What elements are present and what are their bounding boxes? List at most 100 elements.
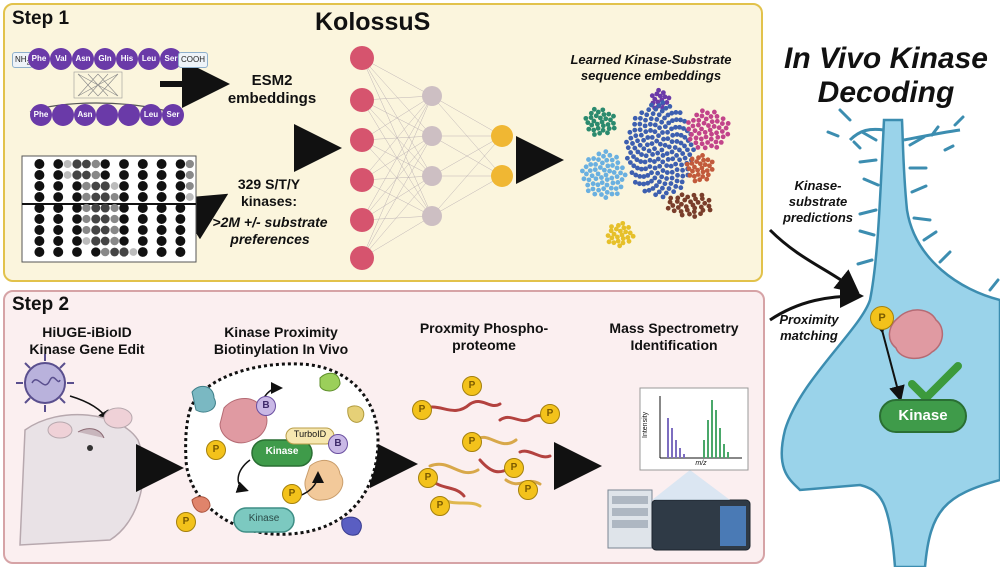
- col3-line-1: Proxmity Phospho-: [419, 320, 549, 336]
- embedding-point: [642, 188, 648, 194]
- hidden-node: [422, 86, 442, 106]
- embedding-point: [692, 214, 698, 219]
- matrix-dot: [175, 159, 186, 169]
- embedding-point: [637, 142, 643, 148]
- matrix-dot: [110, 236, 119, 246]
- embedding-point: [707, 127, 713, 133]
- embedding-point: [706, 203, 712, 209]
- embedding-point: [649, 102, 654, 108]
- embedding-point: [705, 157, 711, 163]
- embedding-point: [704, 168, 710, 173]
- matrix-dot: [53, 181, 64, 191]
- embedding-point: [641, 146, 647, 152]
- embedding-point: [682, 197, 688, 203]
- matrix-dot: [185, 170, 194, 180]
- matrix-dot: [137, 159, 148, 169]
- matrix-dot: [175, 236, 186, 246]
- col4-line-2: Identification: [630, 337, 718, 353]
- embedding-point: [643, 153, 649, 159]
- matrix-dot: [91, 214, 101, 224]
- embedding-point: [725, 121, 731, 126]
- matrix-dot: [156, 170, 167, 180]
- matrix-dot: [72, 225, 82, 235]
- embedding-point: [642, 159, 648, 165]
- embedding-point: [694, 159, 700, 164]
- matrix-dot: [137, 192, 148, 202]
- embedding-point: [692, 164, 697, 170]
- embedding-point: [630, 233, 636, 239]
- col2-line-2: Biotinylation In Vivo: [213, 341, 349, 357]
- embedding-point: [601, 186, 607, 192]
- embedding-point: [714, 144, 720, 150]
- embedding-point: [695, 172, 701, 177]
- embedding-point: [652, 146, 657, 152]
- embedding-point: [600, 123, 606, 129]
- embedding-point: [700, 174, 706, 179]
- matrix-dot: [53, 159, 64, 169]
- embedding-point: [594, 121, 600, 127]
- matrix-dot: [91, 203, 101, 213]
- prediction-arrow: [768, 228, 860, 294]
- phospho-badge: P: [206, 440, 226, 460]
- matrix-dot: [53, 236, 64, 246]
- matrix-dot: [119, 159, 129, 169]
- embedding-point: [648, 116, 654, 122]
- matrix-dot: [129, 248, 138, 256]
- matrix-dot: [53, 214, 64, 224]
- embedding-point: [695, 167, 701, 173]
- matrix-dot: [175, 225, 186, 235]
- embedding-point: [669, 110, 675, 116]
- embedding-point: [653, 192, 659, 198]
- embedding-point: [657, 93, 663, 99]
- embedding-point: [692, 128, 698, 134]
- embedding-point: [599, 180, 605, 186]
- matrix-dot: [53, 225, 64, 235]
- embedding-point: [660, 185, 665, 191]
- matrix-dot: [156, 203, 167, 213]
- embedding-point: [580, 168, 585, 174]
- embedding-point: [673, 161, 679, 167]
- embedding-point: [664, 100, 670, 105]
- kinase-arrow: [174, 193, 229, 240]
- esm2-label: ESM2 embeddings: [222, 72, 322, 108]
- esm2-line-1: ESM2: [251, 72, 293, 89]
- embedding-point: [701, 120, 707, 126]
- embedding-point: [597, 115, 603, 121]
- embedding-point: [657, 163, 663, 169]
- embedding-point: [645, 180, 651, 186]
- kinase-teal-label: Kinase: [248, 513, 280, 524]
- matrix-dot: [34, 214, 45, 224]
- embedding-point: [678, 201, 684, 207]
- embedding-point: [723, 125, 729, 131]
- embedding-point: [677, 157, 682, 163]
- network-edge: [361, 57, 433, 97]
- matrix-dot: [119, 225, 129, 235]
- amino-acid-bead: Phe: [30, 104, 52, 126]
- embedding-point: [680, 173, 686, 179]
- embedding-point: [699, 108, 705, 114]
- embedding-point: [654, 91, 660, 97]
- embedding-point: [615, 160, 621, 166]
- embedding-point: [591, 127, 597, 133]
- embedding-point: [674, 178, 680, 184]
- matrix-dot: [72, 181, 82, 191]
- kinase-fusion-pill: [251, 439, 313, 467]
- embedding-point: [595, 125, 601, 131]
- embedding-point: [641, 174, 647, 179]
- col2-title: Kinase Proximity Biotinylation In Vivo: [196, 324, 366, 358]
- embedding-point: [687, 211, 692, 217]
- embedding-point: [685, 147, 690, 153]
- embedding-point: [606, 239, 612, 245]
- embedding-point: [705, 110, 710, 116]
- embedding-point: [696, 122, 701, 128]
- esm2-line-2: embeddings: [227, 90, 317, 107]
- embedding-point: [656, 112, 662, 118]
- embedding-point: [610, 163, 615, 168]
- embedding-point: [597, 130, 603, 136]
- embedding-point: [603, 172, 609, 178]
- embedding-point: [673, 124, 678, 130]
- embedding-point: [659, 174, 665, 180]
- matrix-dot: [91, 181, 101, 191]
- embedding-point: [686, 166, 692, 172]
- network-edge: [361, 95, 433, 181]
